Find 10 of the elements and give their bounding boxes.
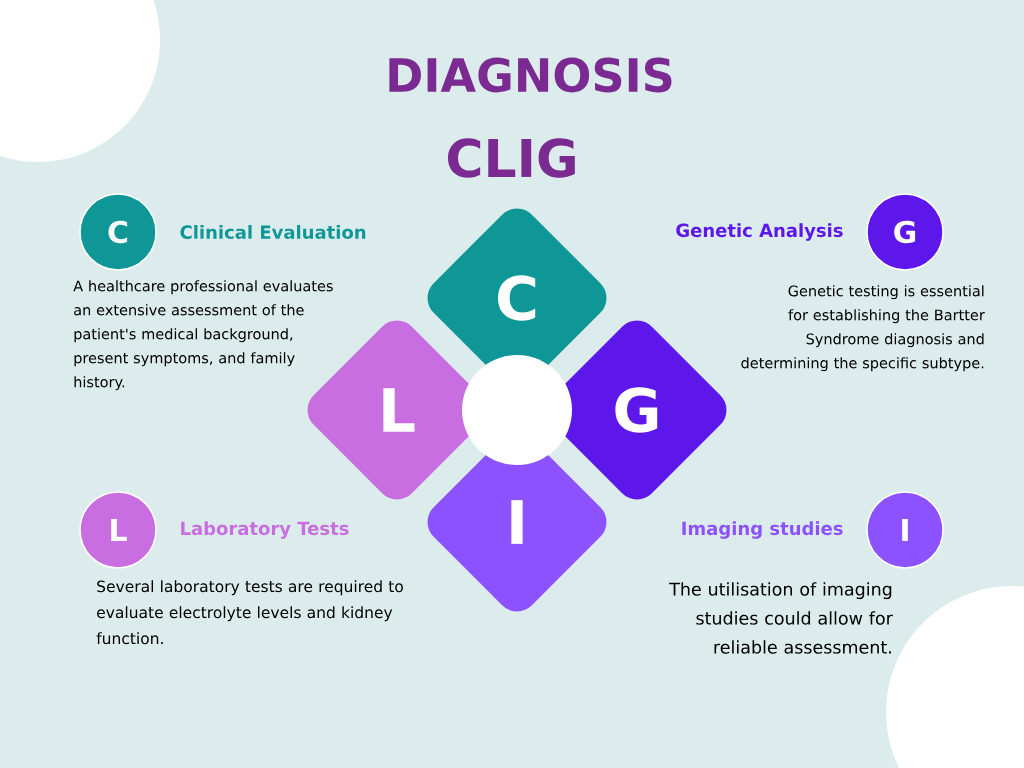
description-text: Genetic testing is essential for establishing the Bartter Syndrome diagnosis and determining the specific subtype.	[741, 285, 985, 372]
acronym: CLIG	[447, 138, 575, 178]
description-text: Several laboratory tests are required to evaluate electrolyte levels and kidney function.	[96, 580, 403, 645]
center-circle	[462, 355, 572, 465]
heading: Laboratory Tests	[181, 521, 349, 539]
description-text: The utilisation of imaging studies could allow for reliable assessment.	[669, 582, 893, 654]
title: DIAGNOSIS	[389, 57, 672, 93]
heading: Clinical Evaluation	[180, 225, 366, 239]
heading: Imaging studies	[682, 521, 843, 539]
heading: Genetic Analysis	[676, 223, 843, 241]
